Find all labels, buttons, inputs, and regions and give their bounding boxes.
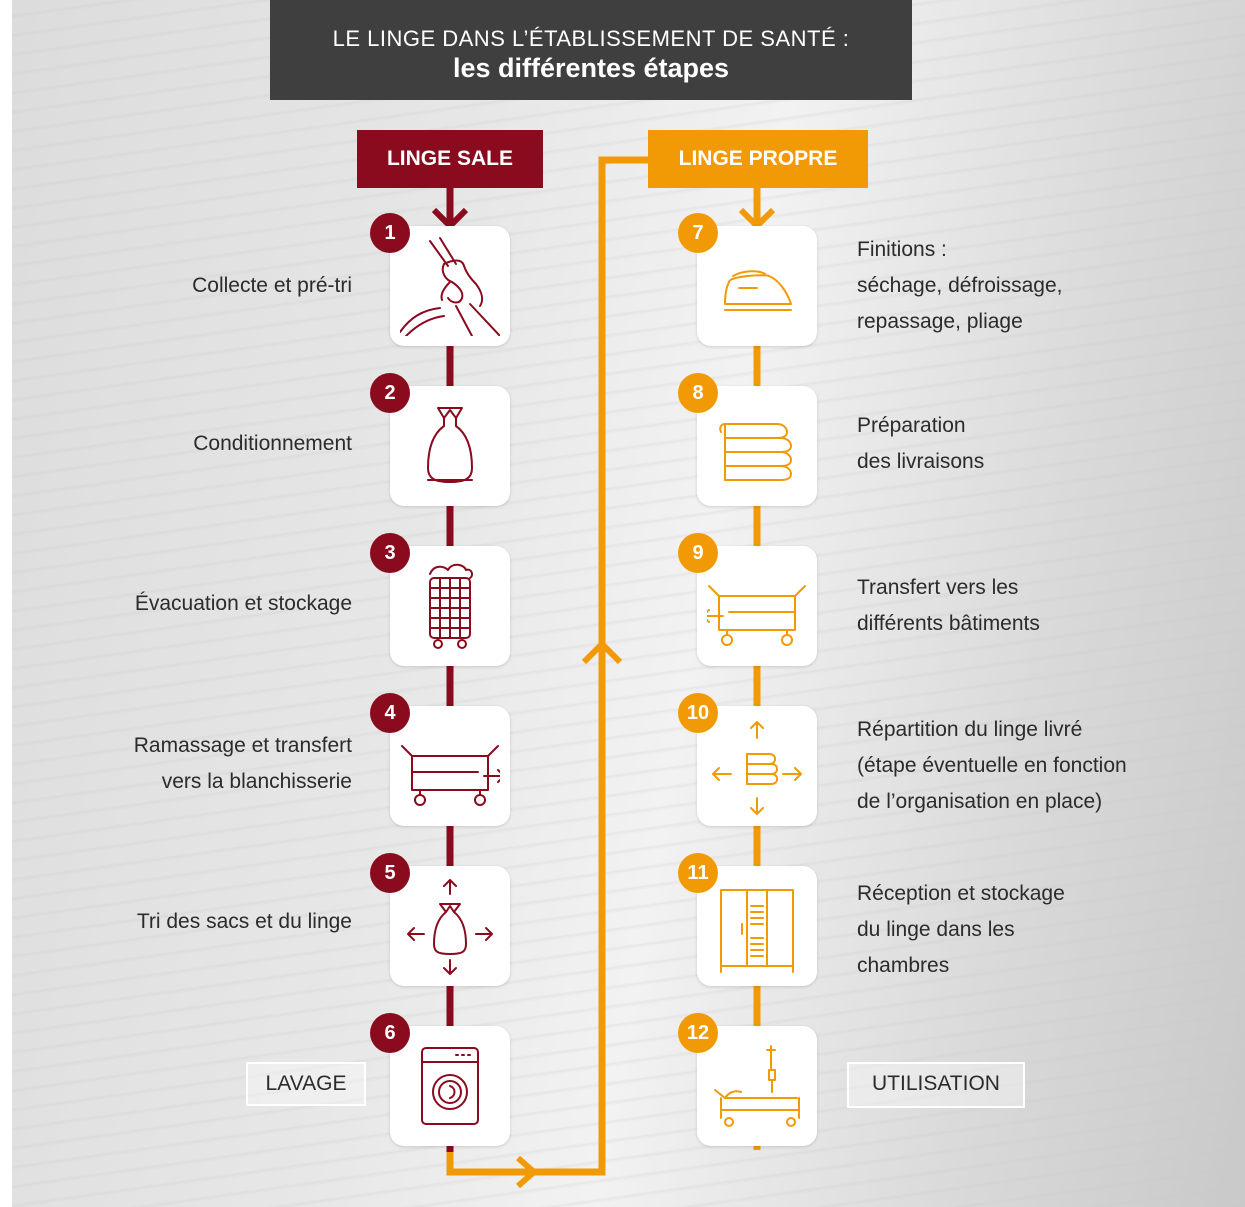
step-11-card xyxy=(697,866,817,986)
return-arrow-right xyxy=(516,1155,539,1189)
folded-linen-stack-icon xyxy=(719,423,792,481)
step-10-card xyxy=(697,706,817,826)
step-6-card xyxy=(390,1026,510,1146)
step-11-badge: 11 xyxy=(678,853,718,893)
step-9-card xyxy=(697,546,817,666)
step-5-label: Tri des sacs et du linge xyxy=(22,904,352,940)
step-9-label-line-1: Transfert vers les xyxy=(857,576,1019,599)
step-5-label-line: Tri des sacs et du linge xyxy=(136,910,352,933)
return-arrow-up xyxy=(581,639,623,665)
step-12-badge: 12 xyxy=(678,1013,718,1053)
step-9-badge: 9 xyxy=(678,533,718,573)
step-8-card xyxy=(697,386,817,506)
step-8-badge: 8 xyxy=(678,373,718,413)
step-1-badge: 1 xyxy=(370,213,410,253)
step-7-label: Finitions : séchage, défroissage, repass… xyxy=(857,232,1197,340)
step-11-label-line-2: du linge dans les xyxy=(857,918,1015,941)
step-7-label-line-1: Finitions : xyxy=(857,238,947,261)
step-3-label-line: Évacuation et stockage xyxy=(134,592,352,615)
title-line-2: les différentes étapes xyxy=(452,53,730,83)
title-banner: LE LINGE DANS L’ÉTABLISSEMENT DE SANTÉ :… xyxy=(270,0,912,100)
step-6-badge: 6 xyxy=(370,1013,410,1053)
step-2-card xyxy=(390,386,510,506)
step-2-label: Conditionnement xyxy=(22,426,352,462)
step-10-label-line-1: Répartition du linge livré xyxy=(857,718,1083,741)
lavage-box: LAVAGE xyxy=(246,1062,366,1106)
step-5-card xyxy=(390,866,510,986)
step-8-label-line-1: Préparation xyxy=(857,414,966,437)
step-1-card xyxy=(390,226,510,346)
hand-grab-linen-icon xyxy=(400,237,500,336)
step-10-label: Répartition du linge livré (étape éventu… xyxy=(857,712,1197,820)
title-line-1: LE LINGE DANS L’ÉTABLISSEMENT DE SANTÉ : xyxy=(332,26,850,51)
step-10-label-line-2: (étape éventuelle en fonction xyxy=(857,754,1127,777)
return-flow-line xyxy=(446,156,648,1176)
step-9-label-line-2: différents bâtiments xyxy=(857,612,1040,635)
trolley-arrow-left-icon xyxy=(707,585,806,646)
step-1-label-line: Collecte et pré-tri xyxy=(192,274,352,297)
step-12-card xyxy=(697,1026,817,1146)
step-8-label: Préparation des livraisons xyxy=(857,408,1197,480)
step-4-label-line-1: Ramassage et transfert xyxy=(133,734,352,757)
step-9-label: Transfert vers les différents bâtiments xyxy=(857,570,1197,642)
step-4-badge: 4 xyxy=(370,693,410,733)
step-8-label-line-2: des livraisons xyxy=(857,450,985,473)
step-5-badge: 5 xyxy=(370,853,410,893)
step-11-label: Réception et stockage du linge dans les … xyxy=(857,876,1197,984)
step-10-badge: 10 xyxy=(678,693,718,733)
step-11-label-line-1: Réception et stockage xyxy=(857,882,1065,905)
step-3-card xyxy=(390,546,510,666)
laundry-cage-cart-icon xyxy=(429,563,474,649)
step-4-card xyxy=(390,706,510,826)
hospital-bed-icon xyxy=(714,1045,800,1127)
step-11-label-line-3: chambres xyxy=(857,954,950,977)
linge-sale-tag: LINGE SALE xyxy=(357,130,543,188)
linge-propre-tag: LINGE PROPRE xyxy=(648,130,868,188)
wardrobe-icon xyxy=(720,889,794,973)
step-3-badge: 3 xyxy=(370,533,410,573)
step-3-label: Évacuation et stockage xyxy=(22,586,352,622)
washing-machine-icon xyxy=(421,1047,479,1125)
step-7-label-line-2: séchage, défroissage, xyxy=(857,274,1063,297)
linen-distribution-arrows-icon xyxy=(712,721,802,815)
laundry-bag-icon xyxy=(427,407,473,483)
step-1-label: Collecte et pré-tri xyxy=(22,268,352,304)
step-10-label-line-3: de l’organisation en place) xyxy=(857,790,1103,813)
background-linen-photo xyxy=(12,0,1245,1207)
step-7-card xyxy=(697,226,817,346)
step-2-badge: 2 xyxy=(370,373,410,413)
iron-icon xyxy=(724,270,792,311)
step-7-label-line-3: repassage, pliage xyxy=(857,310,1023,333)
step-2-label-line: Conditionnement xyxy=(193,432,352,455)
bag-sorting-arrows-icon xyxy=(407,879,493,975)
step-7-badge: 7 xyxy=(678,213,718,253)
step-4-label: Ramassage et transfert vers la blanchiss… xyxy=(22,728,352,800)
step-4-label-line-2: vers la blanchisserie xyxy=(161,770,352,793)
trolley-arrow-right-icon xyxy=(401,745,500,806)
utilisation-box: UTILISATION xyxy=(847,1062,1025,1108)
